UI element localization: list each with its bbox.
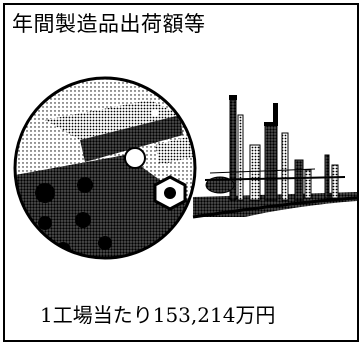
statistic-card: 年間製造品出荷額等 — [3, 3, 359, 342]
card-title: 年間製造品出荷額等 — [12, 12, 206, 36]
refinery-skyline — [192, 95, 357, 219]
industry-illustration-icon — [13, 76, 357, 260]
per-factory-amount: 1工場当たり153,214万円 — [40, 303, 276, 327]
